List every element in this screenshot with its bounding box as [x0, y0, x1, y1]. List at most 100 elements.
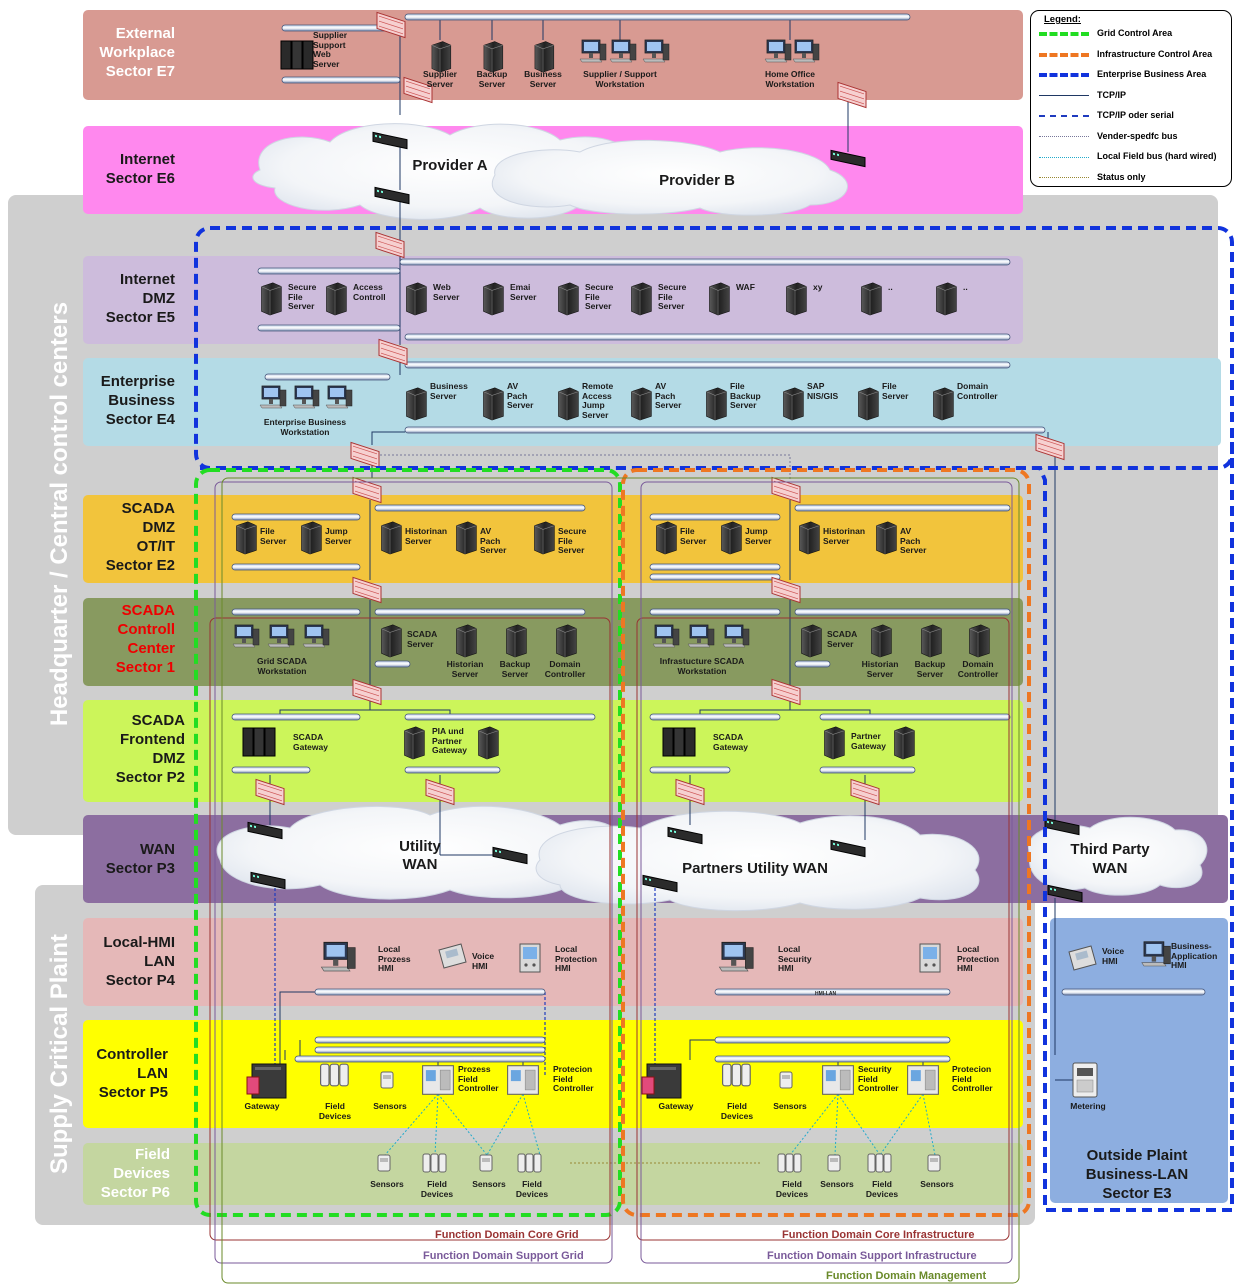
firewall-icon — [771, 476, 801, 504]
workstation-icon — [642, 39, 670, 63]
legend-item: Local Field bus (hard wired) — [1039, 150, 1231, 164]
device-label: File Server — [882, 381, 909, 401]
legend-item: Grid Control Area — [1039, 27, 1231, 41]
cloud-provider-a-label: Provider A — [412, 157, 488, 174]
server-icon — [786, 282, 807, 316]
connection-line — [837, 1093, 881, 1156]
device-label: .. — [963, 282, 968, 292]
network-bus — [404, 361, 1011, 369]
connection-line — [522, 1093, 541, 1156]
server-icon — [534, 41, 555, 73]
server-rack-icon — [242, 727, 276, 757]
device-label: Partner Gateway — [851, 731, 886, 751]
network-bus — [1061, 988, 1206, 996]
network-bus — [231, 766, 311, 774]
device-label: Field Devices — [720, 1101, 754, 1121]
workstation-icon — [267, 624, 295, 648]
sector-e2-label: SCADA DMZ OT/IT Sector E2 — [105, 500, 175, 574]
workstation-icon — [302, 624, 330, 648]
network-bus — [374, 504, 586, 512]
device-label: Backup Server — [476, 69, 508, 89]
phone-icon — [1068, 945, 1097, 971]
device-label: Field Devices — [775, 1179, 809, 1199]
legend-swatch — [1039, 32, 1089, 36]
network-bus — [649, 766, 731, 774]
server-icon — [709, 282, 730, 316]
workstation-icon — [652, 624, 680, 648]
server-icon — [871, 624, 892, 658]
server-icon — [406, 282, 427, 316]
legend-item: TCP/IP oder serial — [1039, 109, 1231, 123]
network-bus — [404, 333, 1011, 341]
network-bus — [257, 324, 401, 332]
server-icon — [404, 726, 425, 760]
device-label: Infrastucture SCADA Workstation — [659, 656, 745, 676]
network-bus — [374, 608, 586, 616]
field-devices-icon — [721, 1063, 751, 1087]
device-label: SCADA Server — [827, 629, 858, 649]
cloud-provider — [252, 123, 848, 220]
network-bus — [231, 563, 361, 571]
device-label: AV Pach Server — [900, 526, 927, 555]
device-label: Access Controll — [353, 282, 386, 302]
device-label: Historian Server — [861, 659, 899, 679]
legend-label: TCP/IP oder serial — [1097, 110, 1174, 120]
device-label: Field Devices — [318, 1101, 352, 1121]
field-devices-icon — [867, 1153, 892, 1173]
domain-support-infra-label: Function Domain Support Infrastructure — [767, 1250, 977, 1262]
server-icon — [801, 624, 822, 658]
cloud-third-party-wan-label: Third Party WAN — [1070, 841, 1150, 877]
network-bus — [794, 608, 1011, 616]
control-panel-icon — [519, 943, 541, 973]
server-icon — [483, 41, 504, 73]
server-icon — [631, 282, 652, 316]
device-label: SAP NIS/GIS — [807, 381, 839, 401]
network-bus — [404, 426, 1046, 434]
device-label: Enterprise Business Workstation — [263, 417, 347, 437]
server-icon — [558, 387, 579, 421]
server-icon — [706, 387, 727, 421]
device-label: AV Pach Server — [480, 526, 507, 555]
server-icon — [933, 387, 954, 421]
network-bus — [649, 563, 781, 571]
device-label: Sensors — [773, 1101, 807, 1111]
legend-label: Local Field bus (hard wired) — [1097, 151, 1217, 161]
device-label: Business Server — [430, 381, 468, 401]
device-label: Business- Application HMI — [1171, 941, 1218, 970]
workstation-icon — [325, 385, 353, 409]
field-devices-icon — [320, 1063, 349, 1087]
legend-swatch — [1039, 156, 1089, 158]
server-icon — [894, 726, 915, 760]
device-label: File Backup Server — [730, 381, 761, 410]
legend-item: TCP/IP — [1039, 89, 1231, 103]
network-bus — [314, 988, 546, 996]
network-bus — [649, 573, 781, 581]
sensor-icon — [927, 1154, 941, 1172]
device-label: SCADA Gateway — [713, 732, 748, 752]
sector-1-label: SCADA Controll Center Sector 1 — [115, 602, 175, 676]
domain-management-label: Function Domain Management — [826, 1270, 987, 1282]
legend-swatch — [1039, 73, 1089, 77]
network-bus — [257, 267, 401, 275]
firewall-icon — [378, 338, 408, 366]
server-icon — [326, 282, 347, 316]
device-label: Protecion Field Controller — [952, 1064, 993, 1093]
device-label: Home Office Workstation — [764, 69, 816, 89]
server-rack-icon — [280, 40, 314, 70]
device-label: Supplier Server — [422, 69, 457, 89]
workstation-icon — [320, 941, 356, 972]
workstation-icon — [579, 39, 607, 63]
network-bus — [794, 660, 831, 668]
server-icon — [431, 41, 452, 73]
firewall-icon — [352, 476, 382, 504]
server-icon — [456, 521, 477, 555]
device-label: AV Pach Server — [507, 381, 534, 410]
field-controller-icon — [822, 1065, 854, 1095]
sector-e7-label: External Workplace Sector E7 — [99, 25, 175, 80]
server-icon — [783, 387, 804, 421]
workstation-icon — [1141, 941, 1171, 967]
device-label: Sensors — [370, 1179, 404, 1189]
network-bus — [714, 988, 951, 996]
sensor-icon — [380, 1071, 394, 1089]
